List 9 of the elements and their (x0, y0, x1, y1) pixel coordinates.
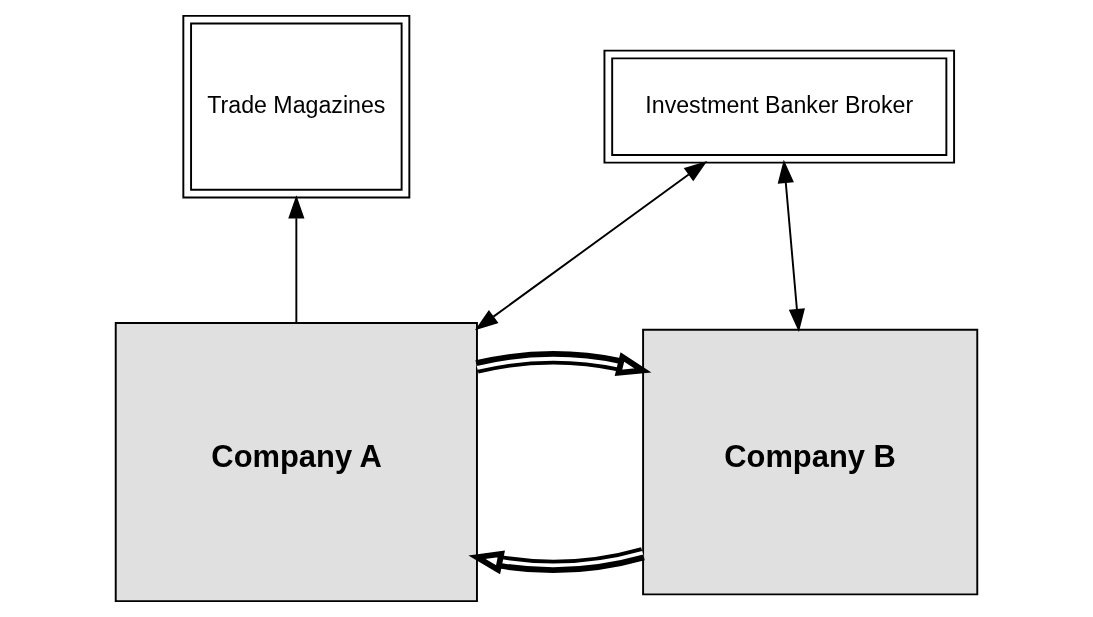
arrow (474, 161, 708, 331)
arrow (288, 195, 305, 324)
node-box: Investment Banker Broker (603, 49, 956, 164)
arrow (468, 547, 645, 575)
node-box: Trade Magazines (182, 14, 411, 199)
node-box: Company B (642, 328, 979, 596)
node-box: Company A (114, 322, 478, 603)
arrow (475, 351, 652, 377)
arrow (777, 159, 805, 333)
